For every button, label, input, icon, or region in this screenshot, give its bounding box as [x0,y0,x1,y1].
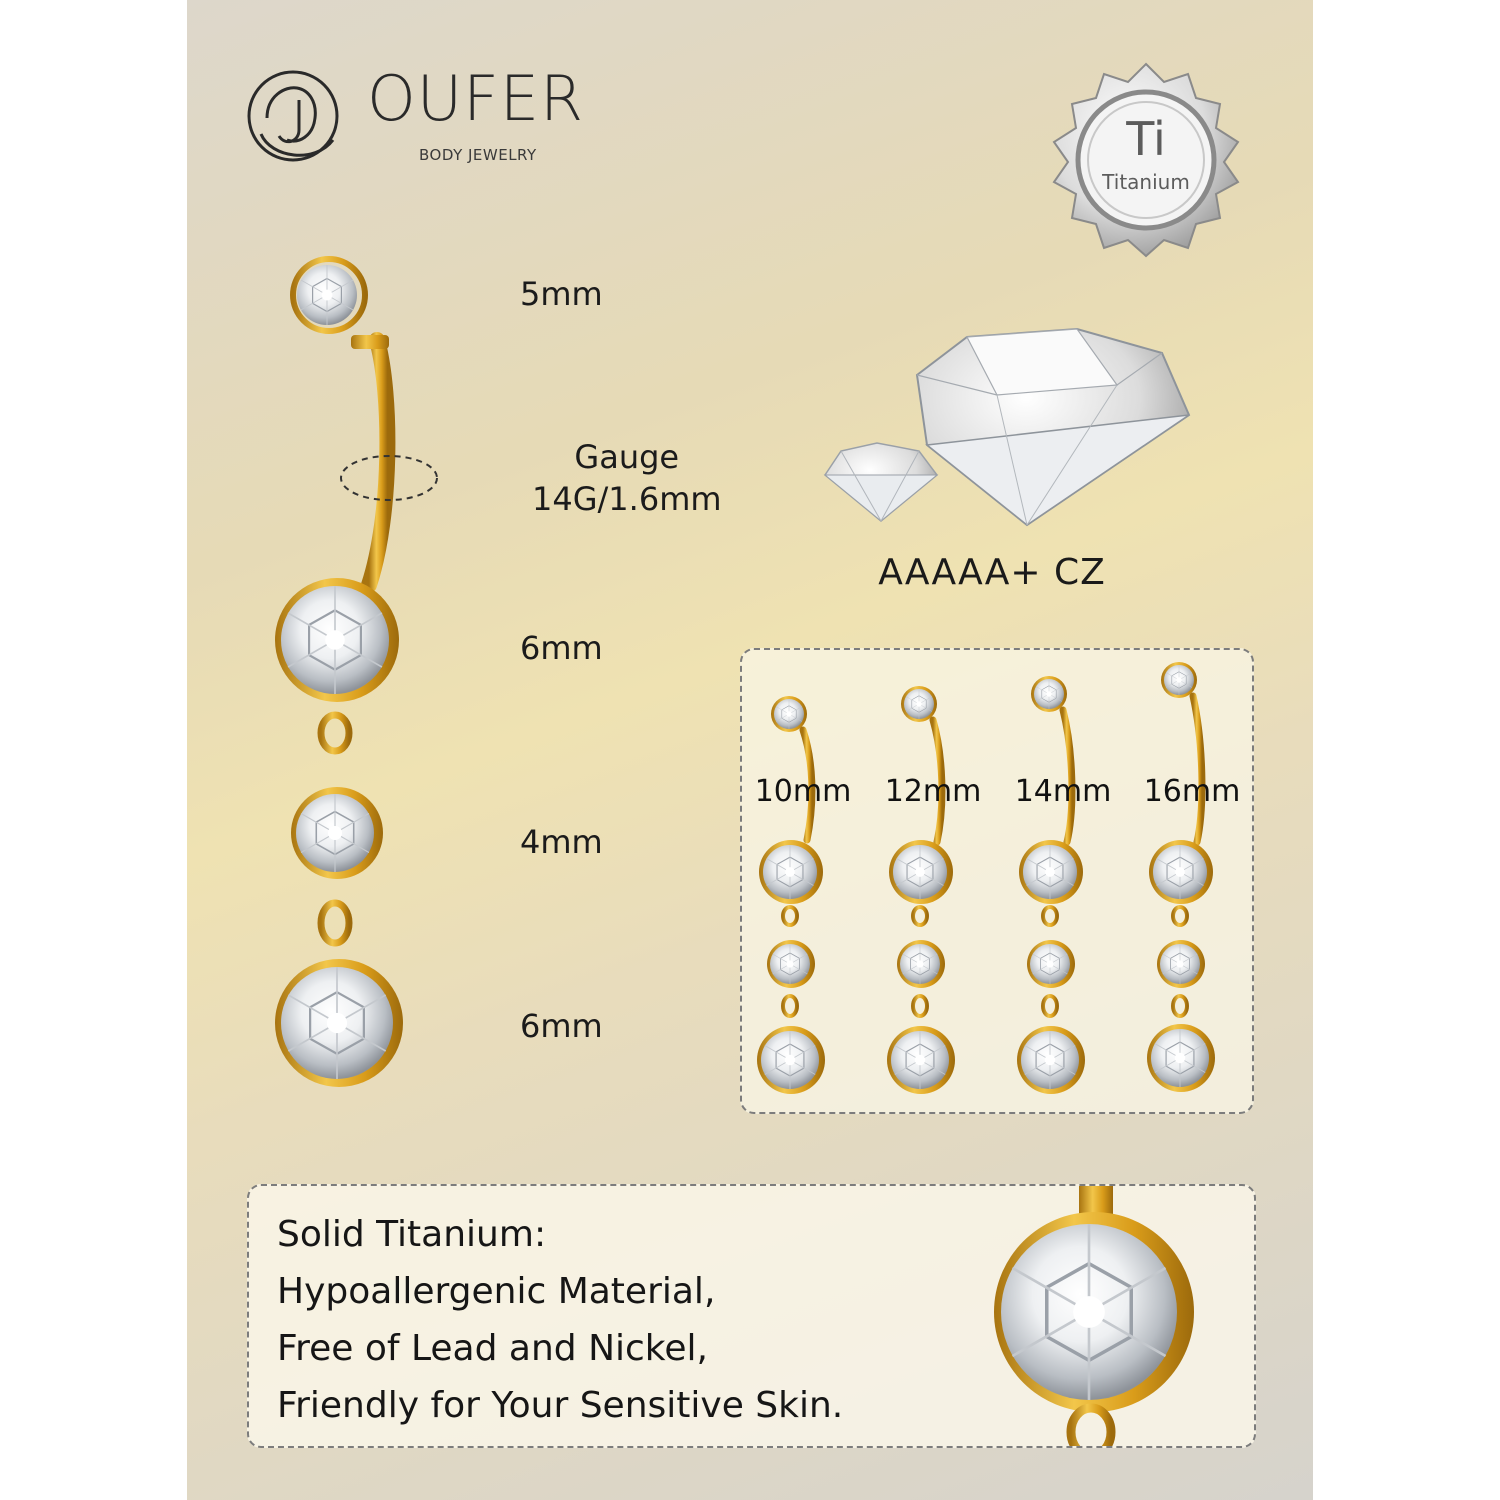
arrow-right-icon [449,468,524,472]
upper-dangle-size: 6mm [520,629,603,667]
info-line: Free of Lead and Nickel, [277,1328,708,1369]
top-gem-size: 5mm [520,275,603,313]
mini-ring-10mm [757,690,827,1140]
seal-icon [1052,62,1240,258]
badge-material-name: Titanium [1102,170,1190,194]
arrow-right-icon [425,832,495,836]
arrow-right-icon [425,283,495,287]
bar-length-10mm: 10mm [754,774,852,809]
material-info-box: Solid Titanium: Hypoallergenic Material,… [247,1184,1256,1448]
gauge-spec: Gauge 14G/1.6mm [532,437,722,520]
info-line: Friendly for Your Sensitive Skin. [277,1385,844,1426]
middle-dangle-size: 4mm [520,823,603,861]
info-line: Hypoallergenic Material, [277,1271,716,1312]
info-line: Solid Titanium: [277,1214,547,1255]
arrow-right-icon [425,638,495,642]
bar-length-16mm: 16mm [1143,774,1241,809]
mini-ring-14mm [1017,670,1087,1120]
bar-length-12mm: 12mm [884,774,982,809]
mini-ring-16mm [1147,656,1217,1106]
arrow-right-icon [425,1016,495,1020]
gauge-label: Gauge [574,438,680,476]
gauge-value: 14G/1.6mm [532,479,722,518]
small-gem-icon [823,442,939,522]
bar-length-14mm: 14mm [1014,774,1112,809]
badge-symbol: Ti [1126,112,1166,166]
large-gem-icon [915,327,1191,527]
belly-ring-illustration [267,255,427,1115]
material-info-text: Solid Titanium: Hypoallergenic Material,… [277,1206,843,1434]
cz-gems-illustration [823,327,1191,527]
cz-quality-label: AAAAA+ CZ [878,552,1106,593]
brand-tagline: BODY JEWELRY [419,146,537,164]
product-image: OUFER BODY JEWELRY Ti Titanium [187,0,1313,1500]
bottom-dangle-size: 6mm [520,1007,603,1045]
mini-ring-12mm [887,680,957,1130]
gem-closeup-illustration [979,1186,1254,1446]
titanium-badge: Ti Titanium [1048,62,1244,258]
oufer-logo-icon [247,70,339,162]
brand-name: OUFER [367,62,585,135]
gauge-marker-icon [340,455,438,501]
